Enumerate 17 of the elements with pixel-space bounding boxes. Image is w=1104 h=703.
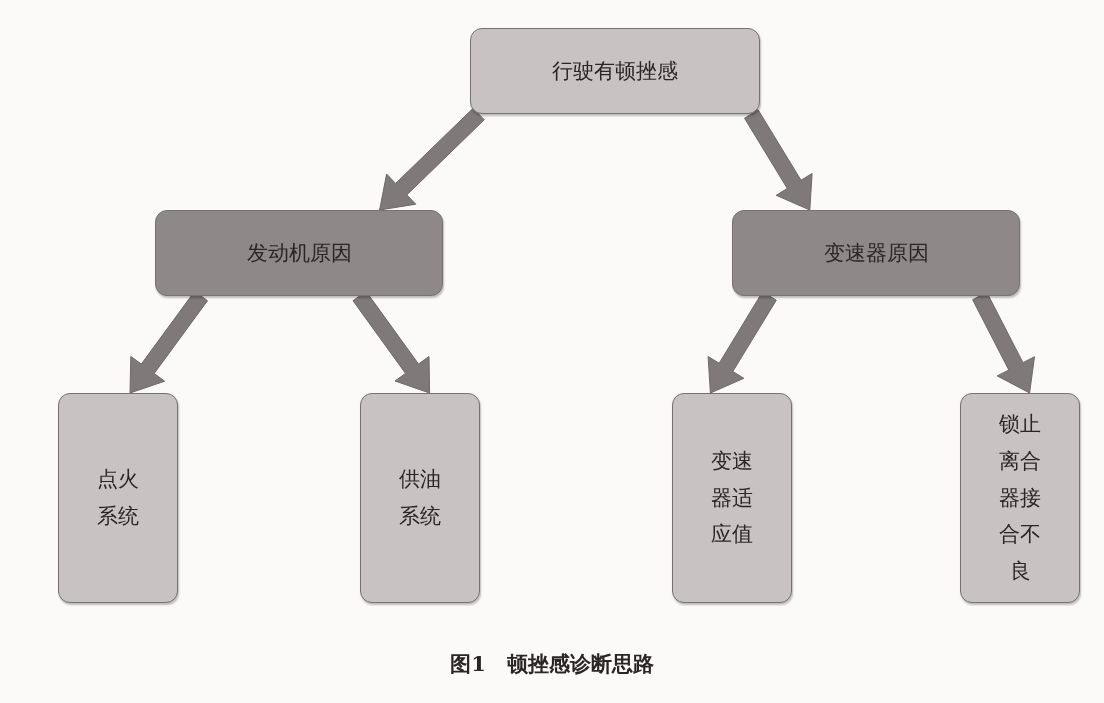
category-box (732, 210, 1020, 296)
block-arrow (744, 109, 813, 211)
block-arrow (379, 107, 485, 211)
box-text: 变速器原因 (823, 240, 929, 267)
figure-caption: 图1 顿挫感诊断思路 (450, 651, 654, 676)
box-text: 锁止离合器接合不良 (999, 411, 1041, 586)
cause-box (58, 393, 178, 603)
box-text: 供油系统 (399, 466, 441, 530)
category-box (470, 28, 760, 114)
box-text: 点火系统 (97, 466, 139, 530)
box-text: 变速器适应值 (711, 447, 753, 549)
category-box (155, 210, 443, 296)
cause-box (672, 393, 792, 603)
box-text: 行驶有顿挫感 (552, 58, 678, 85)
box-text: 发动机原因 (246, 240, 352, 267)
cause-box (960, 393, 1080, 603)
cause-box (360, 393, 480, 603)
